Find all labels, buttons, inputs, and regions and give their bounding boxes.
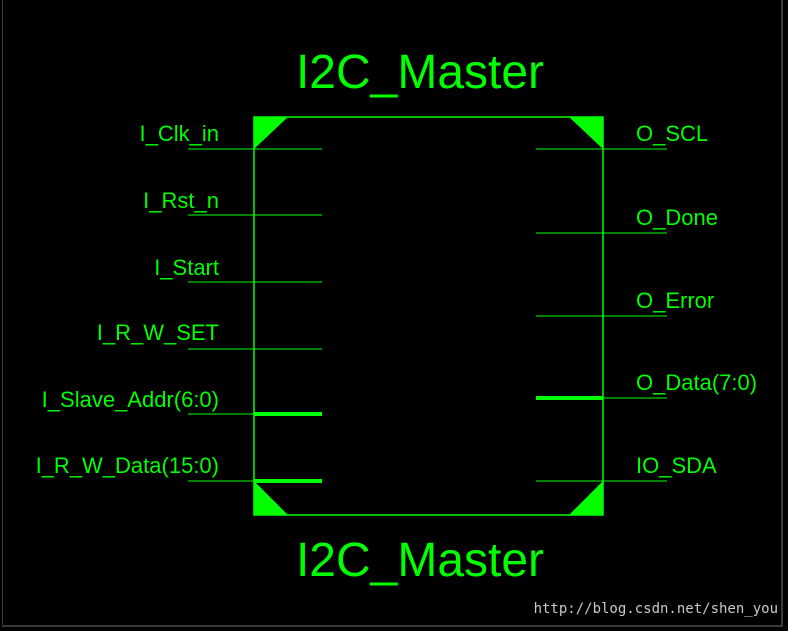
input-port-label-slave-addr: I_Slave_Addr(6:0) xyxy=(41,387,219,412)
output-port-label-data: O_Data(7:0) xyxy=(636,370,758,395)
output-port-label-error: O_Error xyxy=(636,288,715,313)
block-name-top: I2C_Master xyxy=(295,46,545,99)
corner-marker-top-right xyxy=(569,117,603,149)
input-port-label-rw-data: I_R_W_Data(15:0) xyxy=(35,453,219,478)
corner-marker-bottom-right xyxy=(569,481,603,515)
output-port-label-scl: O_SCL xyxy=(636,121,709,146)
input-port-label-rw-set: I_R_W_SET xyxy=(96,320,219,345)
output-port-label-sda: IO_SDA xyxy=(636,453,717,478)
watermark-url: http://blog.csdn.net/shen_you xyxy=(533,601,778,617)
corner-marker-bottom-left xyxy=(254,481,288,515)
port-wires xyxy=(188,148,667,483)
input-port-label-rst: I_Rst_n xyxy=(143,188,219,213)
output-port-label-done: O_Done xyxy=(636,205,718,230)
block-name-bottom: I2C_Master xyxy=(295,534,545,587)
corner-marker-top-left xyxy=(254,117,288,149)
input-port-label-start: I_Start xyxy=(154,255,219,280)
input-port-label-clk: I_Clk_in xyxy=(139,121,219,146)
